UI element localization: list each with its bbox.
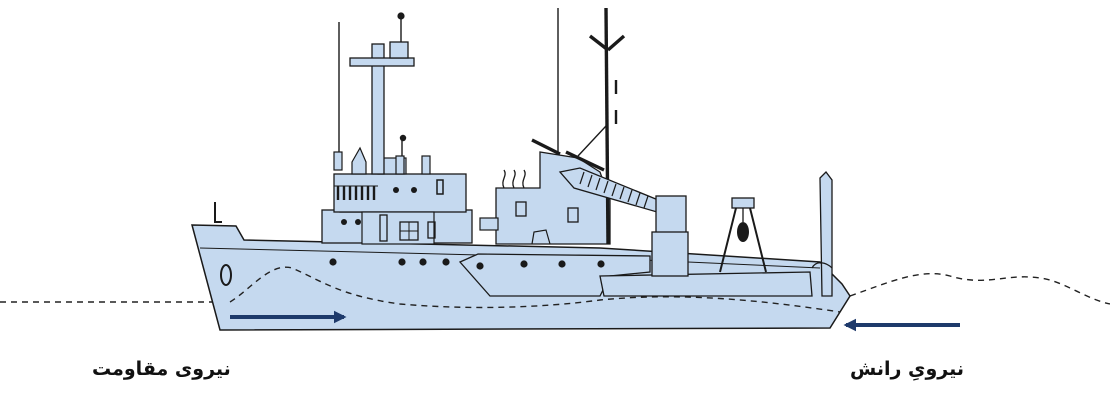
main-mast [606,8,608,244]
aft-deck [600,272,812,296]
thrust-force-label: نیرویِ رانش [850,358,964,380]
bow-post [215,202,222,222]
stern-post [820,172,832,296]
bridge [334,174,466,212]
resistance-force-label: نیروی مقاومت [92,358,231,380]
bridge-windows [338,186,374,200]
